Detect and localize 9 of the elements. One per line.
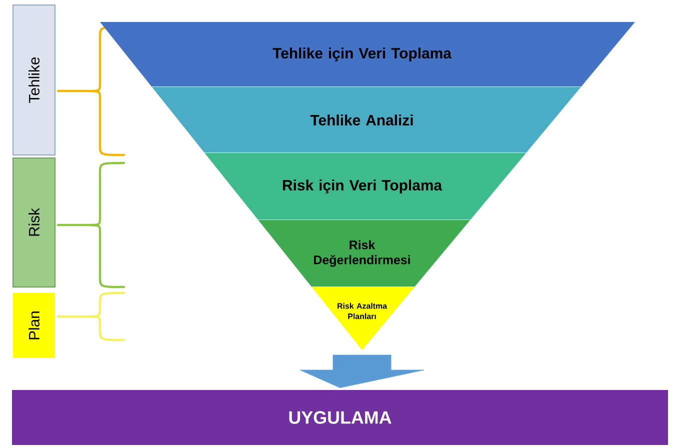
funnel-band: Tehlike için Veri Toplama [100, 22, 635, 87]
funnel-band: Risk için Veri Toplama [204, 153, 526, 220]
category-box: Plan [13, 293, 55, 358]
funnel-band: Risk Değerlendirmesi [258, 220, 470, 287]
category-box: Risk [12, 158, 56, 288]
implementation-bar: UYGULAMA [12, 390, 668, 445]
category-box: Tehlike [12, 4, 56, 156]
block-arrow [300, 354, 424, 388]
funnel-band: Tehlike Analizi [152, 87, 581, 153]
